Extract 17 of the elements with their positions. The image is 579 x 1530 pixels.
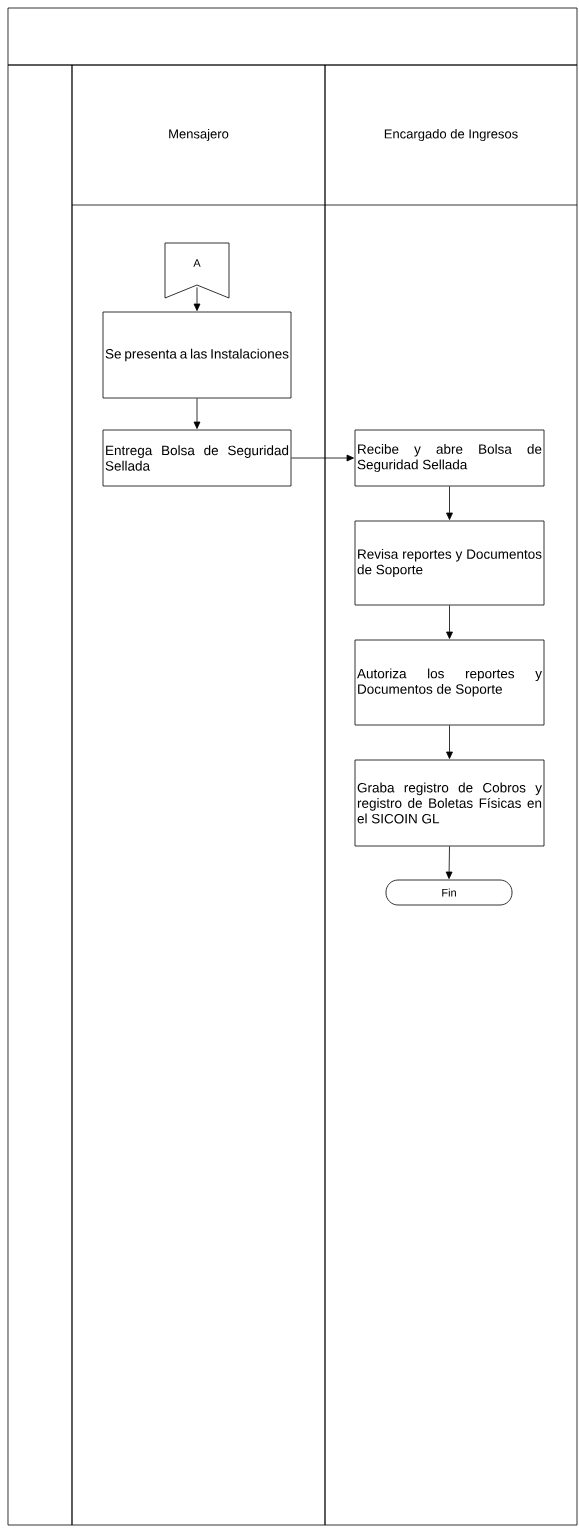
arrow [291,454,354,462]
process-box: Graba registro de Cobros y registro de Boletas Físicas en el SICOIN GL [354,759,545,847]
process-box: Entrega Bolsa de Seguridad Sellada [102,429,292,487]
process-box: Recibe y abre Bolsa de Seguridad Sellada [354,429,545,487]
frame-cell [7,64,73,1526]
terminator: Fin [385,879,513,906]
process-box: Revisa reportes y Documentos de Soporte [354,520,545,606]
arrow [193,398,201,429]
arrow [446,725,453,759]
process-box: Se presenta a las Instalaciones [102,311,292,399]
off-page-connector: A [164,242,230,299]
arrow [445,846,453,879]
process-box: Autoriza los reportes y Documentos de Soporte [354,639,545,726]
arrow [446,486,453,520]
arrow [446,605,453,639]
frame-cell [7,7,578,66]
arrow [193,287,201,311]
